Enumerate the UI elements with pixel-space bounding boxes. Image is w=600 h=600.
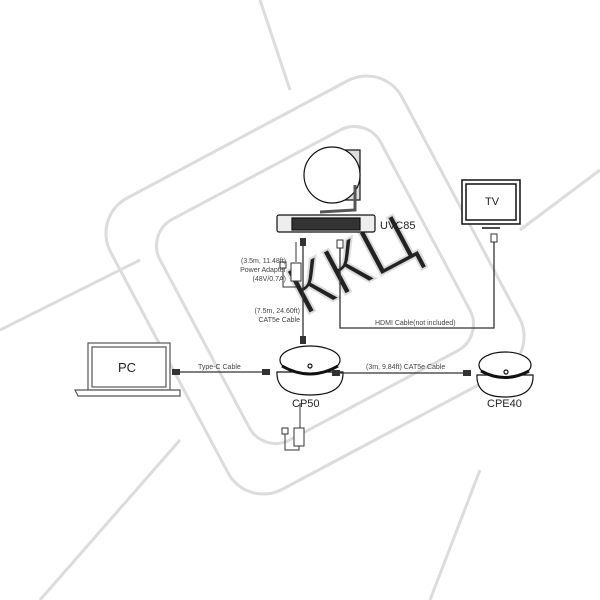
cat5e-long-label: CAT5e Cable [258, 317, 300, 324]
cat5e-short-label: (3m, 9.84ft) CAT5e Cable [366, 364, 445, 371]
cp50-power-adapter-icon [281, 403, 305, 451]
typec-plug-icon [172, 369, 180, 375]
rj45-plug-icon [463, 370, 471, 376]
power-adapter-length: (3.5m, 11.48ft) [241, 258, 286, 265]
cpe40-expansion-mic-icon [476, 351, 534, 398]
hdmi-plug-icon [336, 239, 344, 249]
laptop-pc-icon [74, 342, 181, 397]
hdmi-cable-label: HDMI Cable(not included) [375, 320, 456, 327]
camera-label: UVC85 [380, 220, 415, 232]
hdmi-cable [339, 238, 495, 329]
rj45-plug-icon [300, 238, 306, 246]
power-adapter-label: Power Adapter [240, 267, 287, 274]
power-adapter-icon [279, 242, 302, 288]
pc-label: PC [118, 360, 136, 375]
camera-uvc85-icon [276, 146, 376, 233]
hdmi-plug-icon [490, 233, 498, 243]
power-adapter-spec: (48V/0.7A) [253, 276, 286, 283]
rj45-plug-icon [300, 336, 306, 344]
cat5e-long-length: (7.5m, 24.60ft) [254, 308, 300, 315]
cpe40-label: CPE40 [487, 398, 522, 410]
typec-plug-icon [262, 369, 270, 375]
cp50-speakerphone-icon [276, 345, 344, 396]
typec-cable-label: Type-C Cable [198, 364, 241, 371]
cp50-label: CP50 [292, 398, 320, 410]
tv-label: TV [485, 196, 500, 208]
tv-icon [461, 179, 521, 229]
rj45-plug-icon [332, 370, 340, 376]
